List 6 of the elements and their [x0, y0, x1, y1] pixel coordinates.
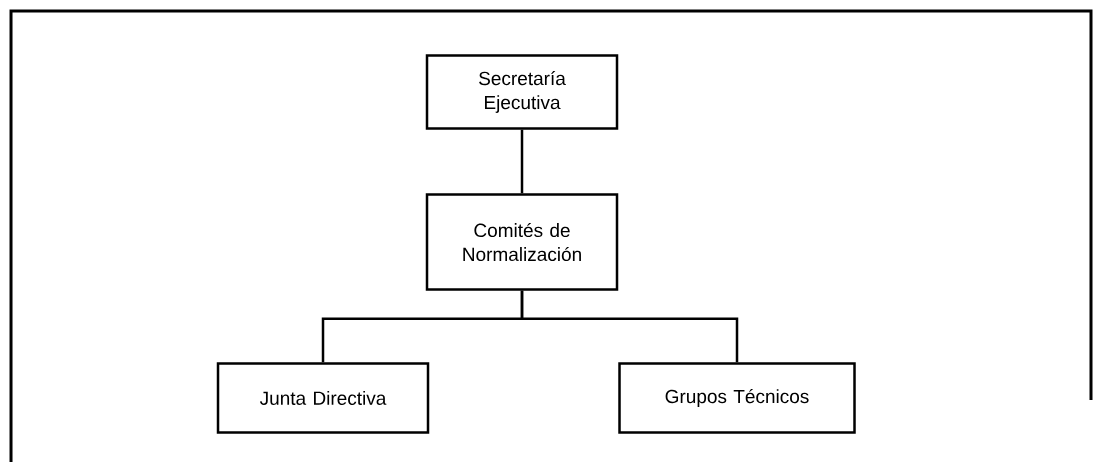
- connector-line: [520, 129, 524, 194]
- org-box: Comités de Normalización: [425, 193, 619, 291]
- connector-line: [520, 290, 739, 363]
- org-box: Junta Directiva: [216, 362, 430, 434]
- org-box: Secretaría Ejecutiva: [425, 54, 619, 130]
- org-box: Grupos Técnicos: [618, 362, 856, 434]
